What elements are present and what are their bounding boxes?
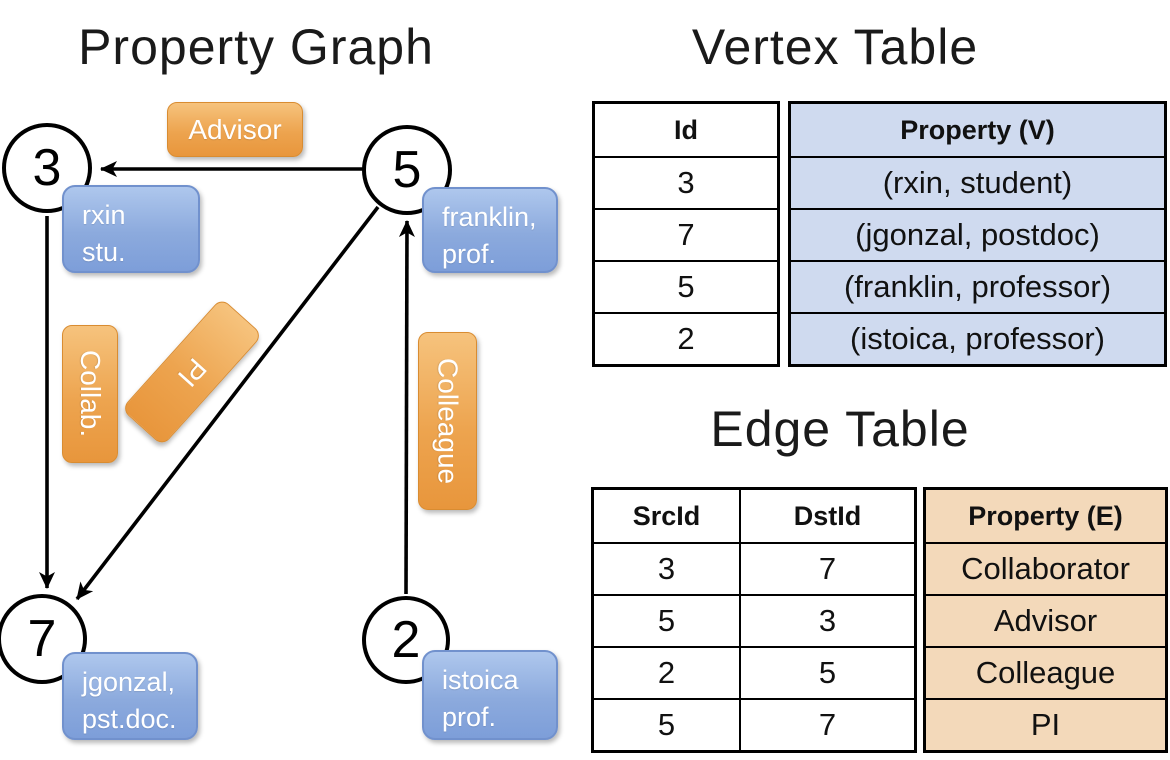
table-row: (istoica, professor) — [791, 312, 1164, 364]
node-id-label: 7 — [27, 610, 57, 668]
table-row: 2 — [595, 312, 777, 364]
edge-dstid-header: DstId — [793, 500, 862, 531]
graph-node-5: 5 — [362, 125, 452, 215]
node-id-label: 2 — [391, 611, 421, 669]
edge-label-advisor: Advisor — [167, 102, 303, 157]
vertex-table-title: Vertex Table — [691, 19, 979, 75]
table-row: 5 3 — [594, 594, 914, 646]
vertex-id-header: Id — [674, 114, 698, 145]
edge-label-collab: Collab. — [62, 325, 118, 463]
property-graph-title: Property Graph — [78, 19, 434, 75]
edge-table: SrcId DstId 3 7 5 3 2 5 5 7 Property (E) — [591, 487, 1168, 753]
edge-table-ids-columns: SrcId DstId 3 7 5 3 2 5 5 7 — [591, 487, 917, 753]
edge-table-title: Edge Table — [710, 401, 970, 457]
vertex-label-jgonzal: jgonzal,pst.doc. — [62, 652, 198, 740]
table-row: Collaborator — [926, 542, 1165, 594]
node-id-label: 3 — [32, 139, 62, 197]
edge-srcid-header: SrcId — [594, 490, 741, 542]
table-row: PI — [926, 698, 1165, 750]
edge-pi-5-to-7 — [75, 205, 380, 601]
vertex-label-franklin: franklin,prof. — [422, 187, 558, 273]
edge-table-property-column: Property (E) Collaborator Advisor Collea… — [923, 487, 1168, 753]
table-row: 5 7 — [594, 698, 914, 750]
edge-colleague-2-to-5 — [398, 220, 415, 595]
node-id-label: 5 — [392, 141, 422, 199]
graph-edges-layer — [39, 161, 415, 601]
table-row: 2 5 — [594, 646, 914, 698]
edge-label-colleague: Colleague — [418, 332, 477, 510]
vertex-table-property-column: Property (V) (rxin, student) (jgonzal, p… — [788, 101, 1167, 367]
table-row: 5 — [595, 260, 777, 312]
table-row: 7 — [595, 208, 777, 260]
table-row: 3 7 — [594, 542, 914, 594]
vertex-table-id-column: Id 3 7 5 2 — [592, 101, 780, 367]
graph-node-2: 2 — [362, 596, 450, 684]
table-row: (rxin, student) — [791, 156, 1164, 208]
table-row: Advisor — [926, 594, 1165, 646]
vertex-property-header: Property (V) — [900, 114, 1055, 145]
vertex-table: Id 3 7 5 2 Property (V) (rxin, student) … — [592, 101, 1167, 367]
table-row: Colleague — [926, 646, 1165, 698]
edge-property-header: Property (E) — [968, 500, 1123, 531]
table-row: (franklin, professor) — [791, 260, 1164, 312]
table-row: (jgonzal, postdoc) — [791, 208, 1164, 260]
table-row: 3 — [595, 156, 777, 208]
